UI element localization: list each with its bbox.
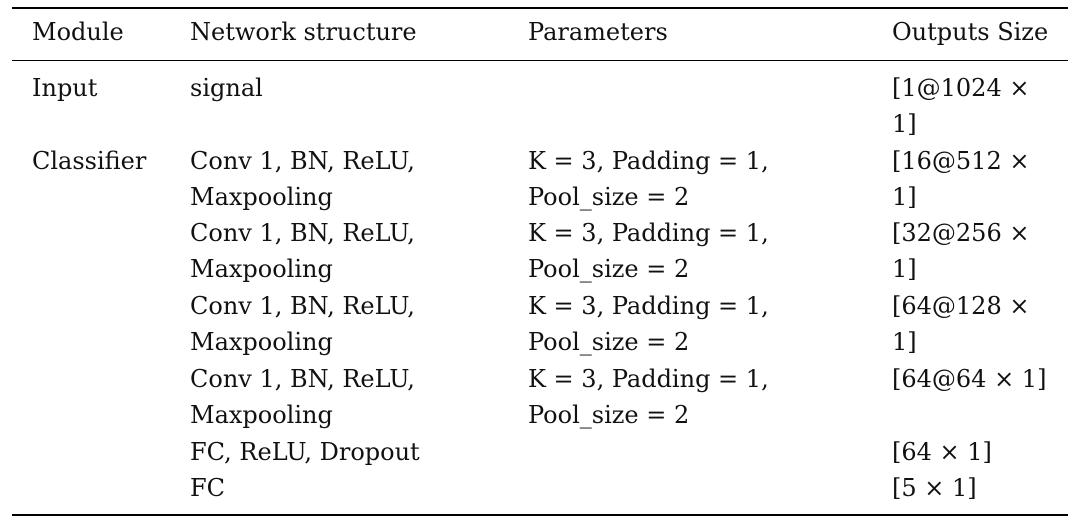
row-network-line: Maxpooling <box>190 328 333 356</box>
row-network-line: Maxpooling <box>190 401 333 429</box>
row-module-label: Input <box>32 74 98 102</box>
row-output-line: [32@256 × <box>892 219 1030 247</box>
row-params-line: K = 3, Padding = 1, <box>528 365 769 393</box>
row-params-line: Pool_size = 2 <box>528 328 690 356</box>
row-network-line: signal <box>190 74 263 102</box>
bottom-rule <box>12 514 1068 516</box>
row-module-label: Classifier <box>32 147 147 175</box>
row-output-line: [5 × 1] <box>892 474 977 502</box>
row-network-line: Conv 1, BN, ReLU, <box>190 365 415 393</box>
row-params-line: K = 3, Padding = 1, <box>528 292 769 320</box>
header-parameters: Parameters <box>528 18 668 46</box>
row-network-line: Maxpooling <box>190 255 333 283</box>
row-params-line: K = 3, Padding = 1, <box>528 219 769 247</box>
row-network-line: FC <box>190 474 226 502</box>
row-output-line: 1] <box>892 183 917 211</box>
row-output-line: [1@1024 × <box>892 74 1030 102</box>
network-table: Module Network structure Parameters Outp… <box>12 0 1068 520</box>
row-network-line: Conv 1, BN, ReLU, <box>190 147 415 175</box>
row-output-line: 1] <box>892 255 917 283</box>
row-output-line: 1] <box>892 328 917 356</box>
row-params-line: K = 3, Padding = 1, <box>528 147 769 175</box>
row-network-line: Conv 1, BN, ReLU, <box>190 292 415 320</box>
row-output-line: [64 × 1] <box>892 438 992 466</box>
top-rule <box>12 7 1068 9</box>
row-params-line: Pool_size = 2 <box>528 255 690 283</box>
row-params-line: Pool_size = 2 <box>528 401 690 429</box>
row-network-line: FC, ReLU, Dropout <box>190 438 420 466</box>
row-network-line: Maxpooling <box>190 183 333 211</box>
header-outputs-size: Outputs Size <box>892 18 1049 46</box>
header-module: Module <box>32 18 124 46</box>
header-rule <box>12 60 1068 61</box>
row-output-line: [16@512 × <box>892 147 1030 175</box>
row-params-line: Pool_size = 2 <box>528 183 690 211</box>
row-output-line: [64@64 × 1] <box>892 365 1047 393</box>
header-network-structure: Network structure <box>190 18 417 46</box>
row-output-line: 1] <box>892 110 917 138</box>
row-output-line: [64@128 × <box>892 292 1030 320</box>
row-network-line: Conv 1, BN, ReLU, <box>190 219 415 247</box>
